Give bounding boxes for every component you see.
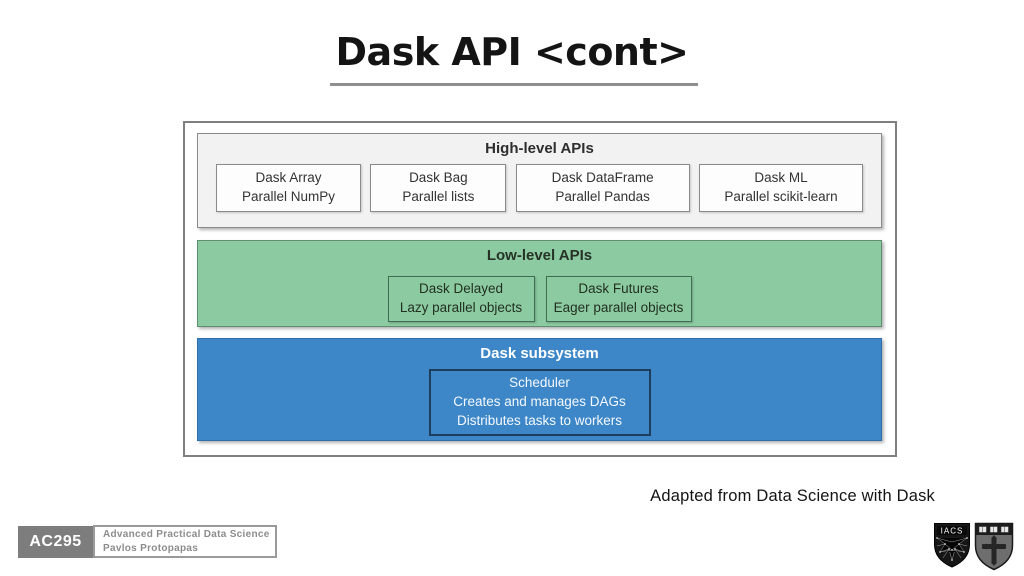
box-subtitle: Eager parallel objects <box>553 300 684 315</box>
dask-array-box: Dask Array Parallel NumPy <box>216 164 361 212</box>
high-level-boxes-row: Dask Array Parallel NumPy Dask Bag Paral… <box>198 164 881 212</box>
low-level-apis-section: Low-level APIs Dask Delayed Lazy paralle… <box>197 240 882 327</box>
page-title: Dask API <cont> <box>335 30 689 74</box>
instructor-name: Pavlos Protopapas <box>103 542 199 554</box>
box-subtitle: Parallel Pandas <box>555 189 650 204</box>
course-code-badge: AC295 <box>18 526 93 558</box>
dask-delayed-box: Dask Delayed Lazy parallel objects <box>387 276 535 322</box>
box-title: Dask Array <box>255 170 322 186</box>
box-subtitle: Parallel scikit-learn <box>724 189 838 204</box>
dask-api-diagram: High-level APIs Dask Array Parallel NumP… <box>183 121 897 457</box>
box-title: Dask Bag <box>409 170 468 186</box>
box-subtitle: Lazy parallel objects <box>399 300 523 315</box>
attribution-text: Adapted from Data Science with Dask <box>650 487 935 505</box>
low-level-apis-label: Low-level APIs <box>486 247 593 264</box>
subsystem-boxes-row: Scheduler Creates and manages DAGs Distr… <box>198 369 881 436</box>
dask-dataframe-box: Dask DataFrame Parallel Pandas <box>515 164 690 212</box>
dask-subsystem-label: Dask subsystem <box>480 345 599 362</box>
course-name: Advanced Practical Data Science <box>103 529 270 540</box>
box-subtitle: Parallel lists <box>402 189 475 204</box>
high-level-apis-label: High-level APIs <box>485 140 594 157</box>
iacs-shield-icon: IACS <box>933 522 971 571</box>
box-subtitle: Parallel NumPy <box>241 189 336 204</box>
box-title: Dask ML <box>754 170 808 186</box>
dask-ml-box: Dask ML Parallel scikit-learn <box>698 164 863 212</box>
high-level-apis-section: High-level APIs Dask Array Parallel NumP… <box>197 133 882 228</box>
dask-subsystem-section: Dask subsystem Scheduler Creates and man… <box>197 338 882 441</box>
slide-header: Dask API <cont> <box>0 30 1024 74</box>
iacs-shield-text: IACS <box>941 527 964 536</box>
box-title: Dask DataFrame <box>551 170 654 186</box>
low-level-boxes-row: Dask Delayed Lazy parallel objects Dask … <box>198 276 881 322</box>
dask-bag-box: Dask Bag Parallel lists <box>370 164 507 212</box>
box-title: Dask Futures <box>578 281 659 297</box>
dask-futures-box: Dask Futures Eager parallel objects <box>545 276 692 322</box>
box-line: Distributes tasks to workers <box>456 412 623 428</box>
box-title: Dask Delayed <box>418 281 504 297</box>
scheduler-box: Scheduler Creates and manages DAGs Distr… <box>428 369 651 436</box>
course-info-box: Advanced Practical Data Science Pavlos P… <box>93 525 277 558</box>
box-title: Scheduler <box>509 375 570 391</box>
title-underline <box>330 83 698 86</box>
footer-logos: IACS <box>933 522 1014 571</box>
box-line: Creates and manages DAGs <box>453 394 626 410</box>
seas-shield-icon <box>974 522 1014 571</box>
